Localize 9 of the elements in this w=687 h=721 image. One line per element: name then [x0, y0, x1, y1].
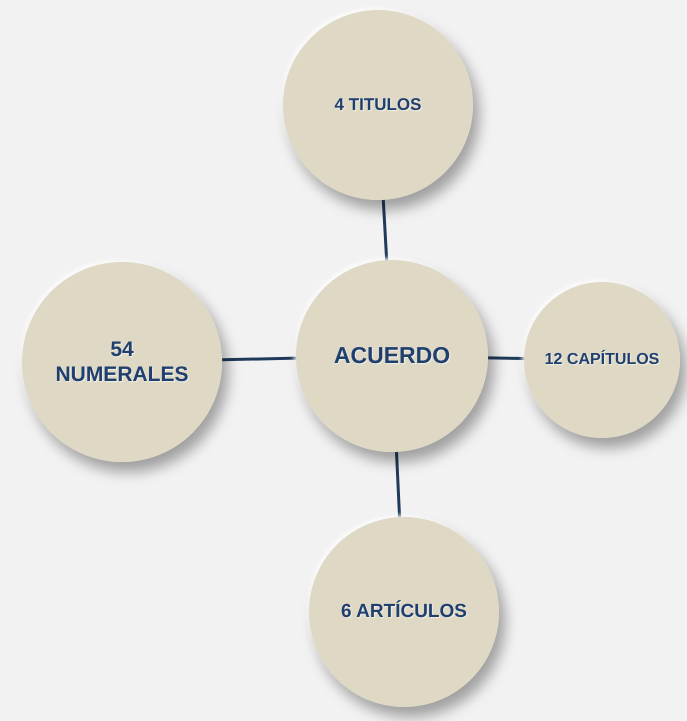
connector-line	[488, 356, 524, 360]
node-label: ACUERDO	[334, 342, 450, 370]
connector-line	[395, 452, 402, 518]
node-label: 54 NUMERALES	[54, 336, 190, 388]
node-label: 4 TITULOS	[334, 94, 422, 116]
node-label: 12 CAPÍTULOS	[544, 350, 660, 370]
connector-line	[382, 200, 388, 260]
connector-line	[222, 356, 296, 362]
node-label: 6 ARTÍCULOS	[341, 600, 467, 624]
